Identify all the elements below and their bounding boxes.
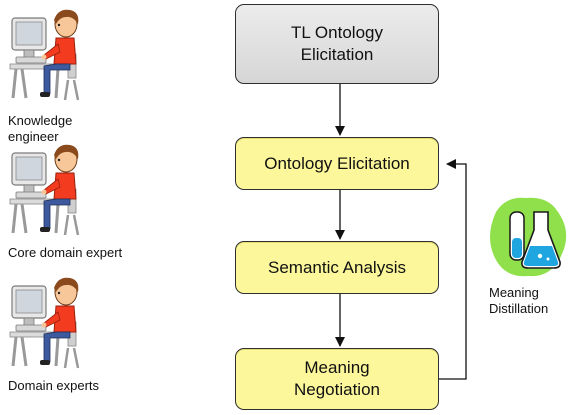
edge-feedback-loop (438, 159, 467, 380)
actor-domain-experts-label: Domain experts (8, 378, 100, 393)
person-at-computer-icon (8, 143, 80, 237)
node-tl-ontology-elicitation: TL Ontology Elicitation (235, 4, 439, 84)
meaning-distillation-line2: Distillation (489, 301, 549, 316)
actor-knowledge-engineer-label: Knowledge engineer (8, 113, 72, 145)
node-tl-line2: Elicitation (300, 45, 374, 64)
node-semantic-analysis: Semantic Analysis (235, 241, 439, 294)
person-at-computer-icon (8, 276, 80, 370)
node-semantic-label: Semantic Analysis (268, 257, 406, 277)
actor-knowledge-line2: engineer (8, 129, 59, 144)
lab-flask-icon (490, 197, 567, 277)
person-at-computer-icon (8, 8, 80, 102)
node-meaning-negotiation: Meaning Negotiation (235, 348, 439, 410)
node-ontology-elicitation: Ontology Elicitation (235, 137, 439, 190)
node-negotiation-line2: Negotiation (293, 380, 380, 399)
meaning-distillation-label: Meaning Distillation (489, 285, 548, 317)
node-ontology-label: Ontology Elicitation (264, 153, 410, 173)
node-negotiation-line1: Meaning (304, 358, 370, 377)
actor-core-domain-expert-label: Core domain expert (8, 245, 123, 260)
actor-knowledge-line1: Knowledge (8, 113, 73, 128)
node-tl-line1: TL Ontology (291, 23, 383, 42)
meaning-distillation-line1: Meaning (489, 285, 539, 300)
